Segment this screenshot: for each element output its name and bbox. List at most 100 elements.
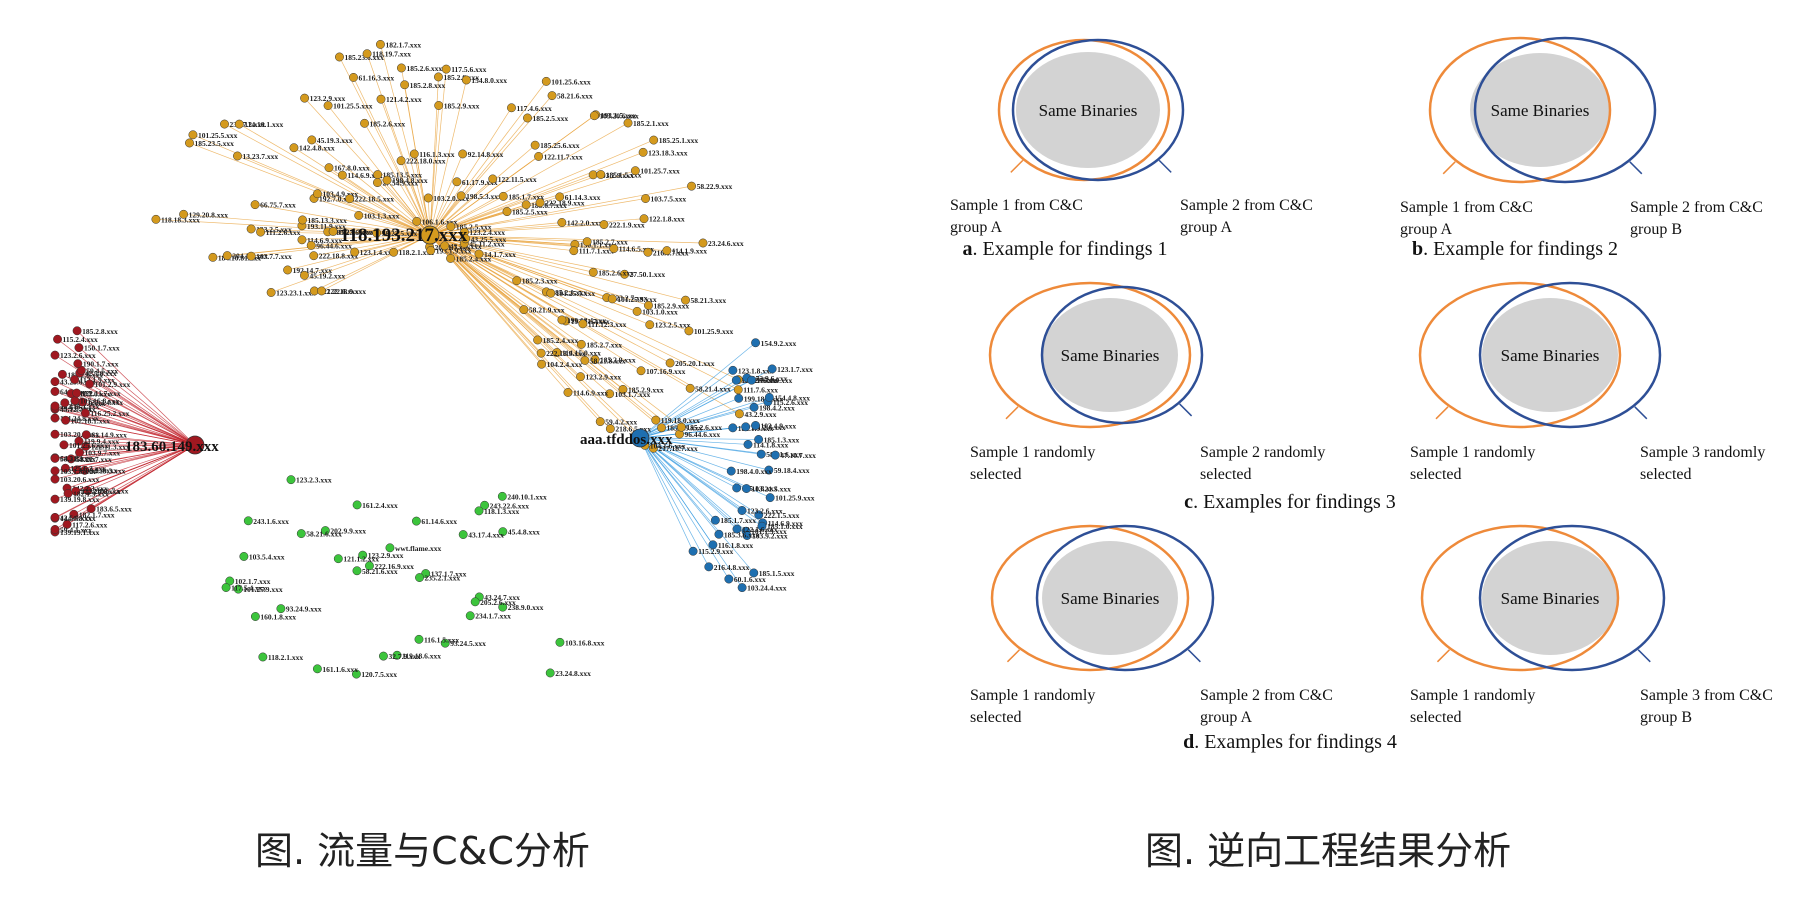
left-sample-label: selected xyxy=(970,709,1022,726)
node-label: 123.2.7.xxx xyxy=(612,294,648,303)
node-label: 111.7.6.xxx xyxy=(743,386,778,395)
network-edge xyxy=(429,174,594,236)
right-pointer xyxy=(1634,406,1648,420)
node-label: 222.18.9.xxx xyxy=(545,199,585,208)
node-label: 96.44.6.xxx xyxy=(685,430,721,439)
node-label: 199.18.4.xxx xyxy=(567,316,607,325)
green-node xyxy=(465,611,475,621)
node-label: 104.1.6.xxx xyxy=(650,441,686,450)
node-label: 121.1.2.xxx xyxy=(343,555,379,564)
orange-node xyxy=(354,210,364,220)
network-edge xyxy=(429,234,662,428)
node-label: 107.1.0.xxx xyxy=(757,376,793,385)
blue-node xyxy=(704,562,714,572)
red-node xyxy=(50,512,60,522)
orange-node xyxy=(382,175,392,185)
left-figure-caption: 图. 流量与C&C分析 xyxy=(255,829,590,873)
orange-node xyxy=(179,209,189,219)
orange-node xyxy=(250,200,260,210)
orange-node xyxy=(283,265,293,275)
node-label: 123.2.6.xxx xyxy=(747,506,783,515)
network-edge xyxy=(429,234,682,428)
network-edge xyxy=(429,153,463,236)
node-label: 123.2.9.xxx xyxy=(310,94,346,103)
orange-node xyxy=(246,251,256,261)
network-edge xyxy=(239,123,431,236)
node-label: 58.21.4.xxx xyxy=(695,384,731,393)
network-edge xyxy=(639,379,737,439)
network-edge xyxy=(429,234,613,300)
blue-node xyxy=(714,529,724,539)
network-edge xyxy=(255,204,431,236)
node-label: 123.1.8.xxx xyxy=(738,366,774,375)
orange-node xyxy=(651,415,661,425)
node-label: 61.14.9.xxx xyxy=(91,431,127,440)
node-label: 61.17.9.xxx xyxy=(462,178,498,187)
right-sample-label: Sample 2 from C&C xyxy=(1180,197,1313,214)
red-node xyxy=(50,387,60,396)
node-label: 118.18.3.xxx xyxy=(161,215,200,224)
orange-node xyxy=(632,306,642,316)
node-label: 101.25.5.xxx xyxy=(556,289,596,298)
network-edge xyxy=(302,219,431,236)
network-edge xyxy=(429,234,680,435)
node-label: 154.9.2.xxx xyxy=(761,339,797,348)
node-label: 32.7.9.xxx xyxy=(388,652,420,661)
node-label: 114.10.1.xxx xyxy=(244,120,283,129)
node-label: 123.2.3.xxx xyxy=(296,476,332,485)
orange-node xyxy=(234,119,244,129)
network-edge xyxy=(429,234,650,326)
red-node xyxy=(83,486,93,496)
network-edge xyxy=(311,234,431,246)
node-label: 111.12.3.xxx xyxy=(588,320,627,329)
sample-left-circle xyxy=(1420,524,1620,672)
sample-right-circle xyxy=(1040,285,1204,425)
hub-node xyxy=(630,428,650,448)
node-label: 185.2.7.xxx xyxy=(592,238,628,247)
network-edge xyxy=(639,437,738,530)
orange-node xyxy=(456,191,466,201)
orange-node xyxy=(530,140,540,150)
node-label: 112.1.9.xxx xyxy=(80,375,115,384)
blue-node xyxy=(688,546,698,556)
orange-node xyxy=(317,286,327,296)
node-label: 114.6.9.xxx xyxy=(307,236,342,245)
node-label: 160.1.8.xxx xyxy=(260,613,296,622)
green-node xyxy=(333,554,343,564)
node-label: 102.1.7.xxx xyxy=(235,577,271,586)
green-node xyxy=(352,500,362,510)
node-label: 222.18.9.xxx xyxy=(327,287,367,296)
network-edge xyxy=(429,122,629,236)
node-label: 205.20.1.xxx xyxy=(675,359,715,368)
same-binaries-label: Same Binaries xyxy=(1061,346,1160,365)
network-edge xyxy=(639,437,759,440)
node-label: 114.6.9.xxx xyxy=(768,519,803,528)
left-sample-label: Sample 1 randomly xyxy=(1410,687,1535,704)
node-label: 58.22.7.xxx xyxy=(76,455,112,464)
red-node xyxy=(60,463,70,473)
orange-node xyxy=(535,198,545,208)
green-node xyxy=(497,491,507,501)
orange-node xyxy=(657,423,666,433)
node-label: 103.9.2.xxx xyxy=(752,532,788,541)
node-label: 114.1.9.xxx xyxy=(672,247,707,256)
orange-node xyxy=(595,417,605,427)
orange-node xyxy=(360,118,369,128)
orange-node xyxy=(676,422,686,432)
node-label: 123.2.5.xxx xyxy=(256,225,292,234)
node-label: 117.5.6.xxx xyxy=(451,65,486,74)
node-label: 222.16.9.xxx xyxy=(374,562,414,571)
right-sample-label: selected xyxy=(1200,466,1252,483)
overlap-region xyxy=(1470,53,1610,167)
network-edge xyxy=(429,234,739,391)
orange-node xyxy=(151,214,161,224)
orange-node xyxy=(733,385,743,395)
node-label: 123.23.1.xxx xyxy=(276,288,316,297)
cc-network-graph: 184.10.81.xxx123.23.1.xxx204.1.7.xxx118.… xyxy=(50,39,816,679)
network-edge xyxy=(54,444,196,530)
node-label: 193.11.7.xxx xyxy=(571,317,610,326)
orange-node xyxy=(335,52,344,62)
network-edge xyxy=(85,412,196,446)
node-label: 92.14.8.xxx xyxy=(468,150,504,159)
